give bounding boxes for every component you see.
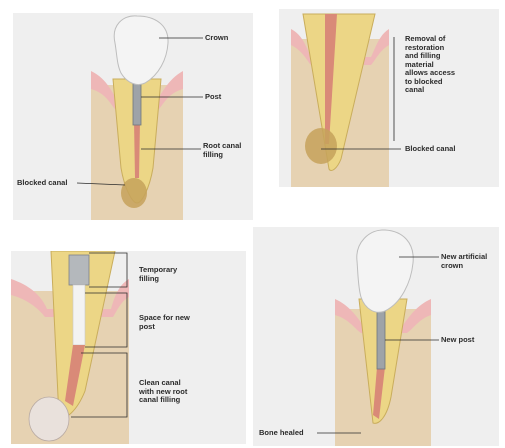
crown-label: Crown <box>205 34 228 43</box>
new-post <box>377 307 385 369</box>
panel-retreatment: Temporary filling Space for new post Cle… <box>11 251 246 444</box>
post-label: Post <box>205 93 221 102</box>
tooth-illustration-removal <box>279 9 499 187</box>
tooth-illustration-original <box>13 13 253 220</box>
bone-healed-label: Bone healed <box>259 429 304 438</box>
panel-removal: Removal of restoration and filling mater… <box>279 9 499 187</box>
removal-label: Removal of restoration and filling mater… <box>405 35 455 95</box>
root-canal-filling <box>134 121 140 178</box>
temporary-filling <box>69 255 89 285</box>
panel-original-restoration: Crown Post Root canal filling Blocked ca… <box>13 13 253 220</box>
root-canal-filling-label: Root canal filling <box>203 142 241 159</box>
space-for-post-label: Space for new post <box>139 314 190 331</box>
new-post-label: New post <box>441 336 474 345</box>
temporary-filling-label: Temporary filling <box>139 266 177 283</box>
periapical-lesion <box>29 397 69 441</box>
blocked-canal-label: Blocked canal <box>17 179 67 188</box>
blocked-canal <box>305 128 337 164</box>
panel-final-restoration: New artificial crown New post Bone heale… <box>253 227 499 446</box>
post-space <box>73 285 85 345</box>
clean-canal-label: Clean canal with new root canal filling <box>139 379 187 405</box>
crown <box>114 16 168 85</box>
blocked-canal-label: Blocked canal <box>405 145 455 154</box>
new-crown-label: New artificial crown <box>441 253 487 270</box>
tooth-illustration-retreatment <box>11 251 246 444</box>
blocked-canal <box>121 178 147 208</box>
